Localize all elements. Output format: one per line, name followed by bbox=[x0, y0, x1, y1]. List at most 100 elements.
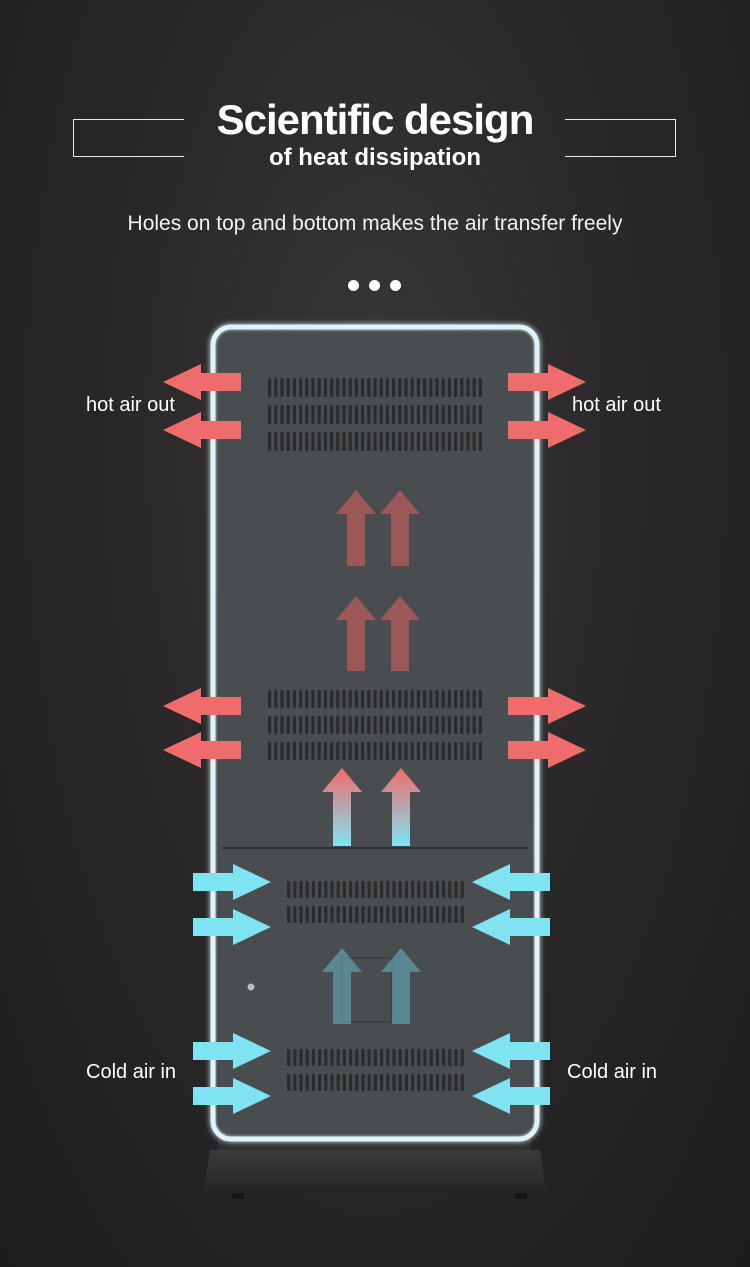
vent-slot bbox=[280, 742, 284, 760]
page-title: Scientific design bbox=[216, 96, 535, 143]
vent-slot bbox=[429, 906, 433, 923]
vent-slot bbox=[299, 690, 303, 708]
vent-slot bbox=[379, 405, 383, 424]
vent-slot bbox=[330, 742, 334, 760]
vent-slot bbox=[460, 1049, 464, 1066]
vent-slot bbox=[392, 881, 396, 898]
vent-slot bbox=[274, 716, 278, 734]
vent-slot bbox=[299, 1049, 303, 1066]
vent-slot bbox=[342, 1074, 346, 1091]
vent-slot bbox=[268, 690, 272, 708]
vent-slot bbox=[379, 378, 383, 397]
hot-air-out-arrow-icon bbox=[163, 688, 241, 724]
vent-slot bbox=[478, 378, 482, 397]
vent-slot bbox=[417, 1049, 421, 1066]
vent-slot bbox=[385, 742, 389, 760]
vent-slot bbox=[404, 405, 408, 424]
pagination-dot[interactable] bbox=[348, 280, 359, 291]
vent-slot bbox=[423, 742, 427, 760]
cold-air-in-arrow-icon bbox=[472, 864, 550, 900]
vent-slot bbox=[268, 378, 272, 397]
vent-slot bbox=[336, 1074, 340, 1091]
vent-slot bbox=[323, 432, 327, 451]
vent-slot bbox=[460, 1074, 464, 1091]
vent-slot bbox=[385, 378, 389, 397]
vent-slot bbox=[478, 432, 482, 451]
vent-slot bbox=[293, 881, 297, 898]
vent-slot bbox=[385, 716, 389, 734]
vent-slot bbox=[460, 906, 464, 923]
cold-air-in-arrow-icon bbox=[472, 909, 550, 945]
title-bracket-left bbox=[73, 119, 184, 157]
vent-slot bbox=[454, 432, 458, 451]
vent-slot bbox=[367, 1049, 371, 1066]
vent-slot bbox=[373, 716, 377, 734]
vent-slot bbox=[293, 1049, 297, 1066]
vent-slot bbox=[299, 405, 303, 424]
pagination-dot[interactable] bbox=[369, 280, 380, 291]
pagination-dots bbox=[348, 280, 408, 292]
vent-slot bbox=[392, 906, 396, 923]
vent-slot bbox=[441, 405, 445, 424]
title-block: Scientific design of heat dissipation bbox=[0, 92, 750, 182]
vent-slot bbox=[385, 432, 389, 451]
vent-slot bbox=[268, 742, 272, 760]
vent-slot bbox=[447, 742, 451, 760]
air-flow-up-arrow-icon bbox=[322, 768, 362, 846]
vent-slot bbox=[274, 378, 278, 397]
vent-slot bbox=[472, 742, 476, 760]
vent-slot bbox=[472, 432, 476, 451]
vent-slot bbox=[330, 405, 334, 424]
vent-slot bbox=[342, 378, 346, 397]
vent-slot bbox=[411, 1074, 415, 1091]
vent-slot bbox=[386, 906, 390, 923]
vent-slot bbox=[429, 742, 433, 760]
cold-air-in-arrow-icon bbox=[193, 1033, 271, 1069]
vent-slot bbox=[268, 716, 272, 734]
vent-slot bbox=[336, 906, 340, 923]
vent-slot bbox=[454, 881, 458, 898]
pagination-dot[interactable] bbox=[390, 280, 401, 291]
vent-slot bbox=[286, 716, 290, 734]
vent-slot bbox=[392, 378, 396, 397]
vent-slot bbox=[330, 1049, 334, 1066]
vent-slot bbox=[367, 1074, 371, 1091]
vent-slot bbox=[454, 716, 458, 734]
air-flow-up-arrow-icon bbox=[381, 768, 421, 846]
vent-slot bbox=[361, 1074, 365, 1091]
vent-slot bbox=[367, 881, 371, 898]
vent-slot bbox=[392, 742, 396, 760]
vent-slot bbox=[448, 1074, 452, 1091]
vent-slot bbox=[287, 1049, 291, 1066]
vent-slot bbox=[317, 716, 321, 734]
cold-air-in-arrow-icon bbox=[193, 1078, 271, 1114]
vent-slot bbox=[466, 742, 470, 760]
vent-slot bbox=[367, 906, 371, 923]
vent-slot bbox=[423, 906, 427, 923]
vent-slot bbox=[460, 405, 464, 424]
vent-slot bbox=[460, 378, 464, 397]
vent-slot bbox=[442, 1049, 446, 1066]
vent-slot bbox=[410, 716, 414, 734]
vent-slot bbox=[287, 1074, 291, 1091]
vent-slot bbox=[460, 716, 464, 734]
vent-slot bbox=[429, 881, 433, 898]
vent-slot bbox=[398, 405, 402, 424]
vent-slot bbox=[447, 690, 451, 708]
vent-slot bbox=[466, 716, 470, 734]
vent-slot bbox=[416, 405, 420, 424]
vent-slot bbox=[447, 432, 451, 451]
vent-slot bbox=[318, 906, 322, 923]
vent-grille-icon bbox=[268, 378, 482, 1091]
vent-slot bbox=[423, 405, 427, 424]
vent-slot bbox=[336, 1049, 340, 1066]
hot-air-out-arrow-icon bbox=[163, 412, 241, 448]
vent-slot bbox=[447, 716, 451, 734]
vent-slot bbox=[361, 716, 365, 734]
vent-slot bbox=[305, 432, 309, 451]
air-flow-up-arrow-icon bbox=[380, 490, 420, 566]
vent-slot bbox=[454, 378, 458, 397]
vent-slot bbox=[292, 378, 296, 397]
vent-slot bbox=[429, 1049, 433, 1066]
